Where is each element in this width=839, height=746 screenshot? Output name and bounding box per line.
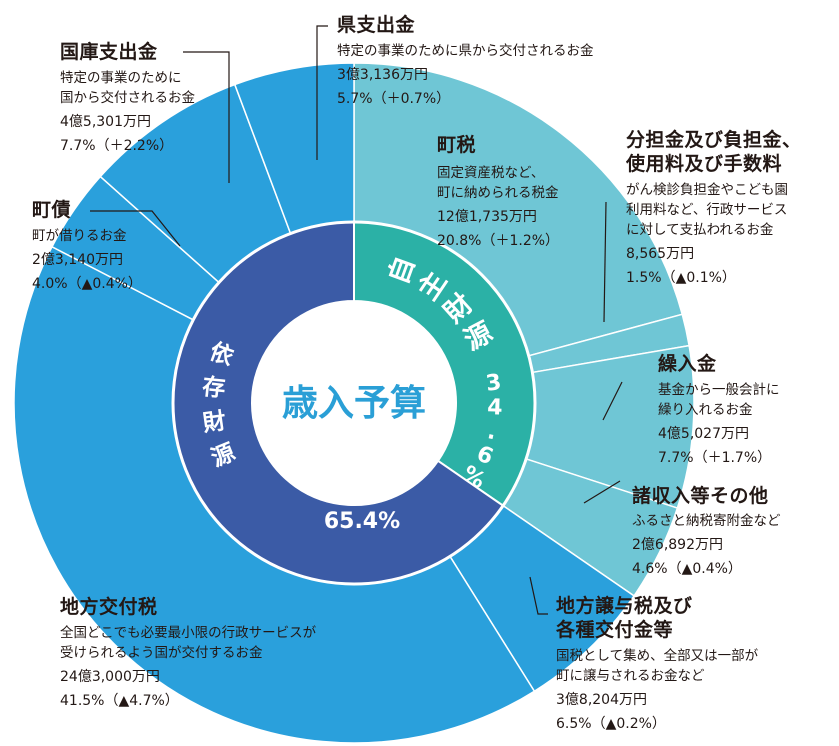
slice-percent: 4.0%（▲0.4%） — [32, 276, 142, 292]
annotation-chousai: 町債 町が借りるお金 2億3,140万円 4.0%（▲0.4%） — [32, 198, 142, 294]
slice-label: 地方譲与税及び各種交付金等 — [556, 595, 693, 641]
slice-description: 全国どこでも必要最小限の行政サービスが受けられるよう国が交付するお金 — [60, 625, 317, 661]
slice-description: 町が借りるお金 — [32, 228, 127, 244]
slice-amount: 8,565万円 — [626, 246, 695, 262]
slice-label: 繰入金 — [658, 353, 717, 375]
slice-percent: 5.7%（＋0.7%） — [337, 91, 451, 107]
slice-label: 町税 — [437, 134, 477, 156]
slice-description: がん検診負担金やこども園利用料など、行政サービスに対して支払われるお金 — [626, 182, 788, 238]
group-label-dep: 存 — [201, 373, 227, 402]
annotation-kurikomikin: 繰入金 基金から一般会計に繰り入れるお金 4億5,027万円 7.7%（＋1.7… — [658, 352, 780, 468]
slice-description: 特定の事業のために県から交付されるお金 — [337, 43, 594, 59]
slice-percent: 20.8%（＋1.2%） — [437, 233, 560, 249]
slice-label: 分担金及び負担金、使用料及び手数料 — [626, 129, 802, 175]
leader-line — [602, 381, 623, 421]
leader-line — [90, 210, 181, 247]
group-percent-dep: 65.4% — [324, 509, 400, 534]
slice-amount: 12億1,735万円 — [437, 209, 537, 225]
slice-amount: 4億5,301万円 — [60, 114, 151, 130]
slice-description: 固定資産税など、町に納められる税金 — [437, 165, 559, 201]
group-percent-own: 4 — [487, 395, 503, 421]
slice-percent: 4.6%（▲0.4%） — [632, 561, 742, 577]
annotation-koufuzei: 地方交付税 全国どこでも必要最小限の行政サービスが受けられるよう国が交付するお金… — [60, 595, 316, 711]
inner-ring-border — [171, 220, 537, 586]
slice-amount: 3億8,204万円 — [556, 692, 647, 708]
leader-line — [183, 51, 230, 183]
chart-title: 歳入予算 — [282, 383, 426, 424]
slice-label: 国庫支出金 — [60, 41, 158, 63]
slice-amount: 2億3,140万円 — [32, 252, 123, 268]
slice-description: 特定の事業のために国から交付されるお金 — [60, 70, 195, 106]
slice-amount: 24億3,000万円 — [60, 669, 160, 685]
slice-description: 国税として集め、全部又は一部が町に譲与されるお金など — [556, 648, 759, 684]
slice-percent: 1.5%（▲0.1%） — [626, 270, 736, 286]
annotation-buntankin: 分担金及び負担金、使用料及び手数料 がん検診負担金やこども園利用料など、行政サー… — [626, 128, 802, 288]
slice-description: ふるさと納税寄附金など — [632, 513, 781, 529]
leader-line — [316, 25, 328, 160]
annotation-kenshishutsu: 県支出金 特定の事業のために県から交付されるお金 3億3,136万円 5.7%（… — [337, 13, 594, 109]
slice-label: 町債 — [32, 199, 72, 221]
slice-percent: 7.7%（＋2.2%） — [60, 138, 174, 154]
slice-amount: 2億6,892万円 — [632, 537, 723, 553]
slice-amount: 3億3,136万円 — [337, 67, 428, 83]
slice-description: 基金から一般会計に繰り入れるお金 — [658, 382, 780, 418]
slice-percent: 41.5%（▲4.7%） — [60, 693, 179, 709]
leader-line — [603, 201, 607, 323]
slice-amount: 4億5,027万円 — [658, 426, 749, 442]
group-percent-own: 3 — [484, 370, 503, 397]
slice-label: 地方交付税 — [60, 596, 158, 618]
annotation-shoshuunyuu: 諸収入等その他 ふるさと納税寄附金など 2億6,892万円 4.6%（▲0.4%… — [632, 484, 781, 579]
annotation-jouyozei: 地方譲与税及び各種交付金等 国税として集め、全部又は一部が町に譲与されるお金など… — [556, 594, 758, 734]
slice-percent: 6.5%（▲0.2%） — [556, 716, 666, 732]
annotation-kokko: 国庫支出金 特定の事業のために国から交付されるお金 4億5,301万円 7.7%… — [60, 40, 195, 156]
leader-line — [529, 576, 548, 615]
slice-percent: 7.7%（＋1.7%） — [658, 450, 772, 466]
group-label-dep: 財 — [201, 408, 227, 437]
slice-label: 県支出金 — [337, 14, 416, 36]
slice-label: 諸収入等その他 — [632, 485, 769, 507]
annotation-chouzei: 町税 固定資産税など、町に納められる税金 12億1,735万円 20.8%（＋1… — [437, 133, 559, 251]
leader-line — [583, 480, 621, 504]
